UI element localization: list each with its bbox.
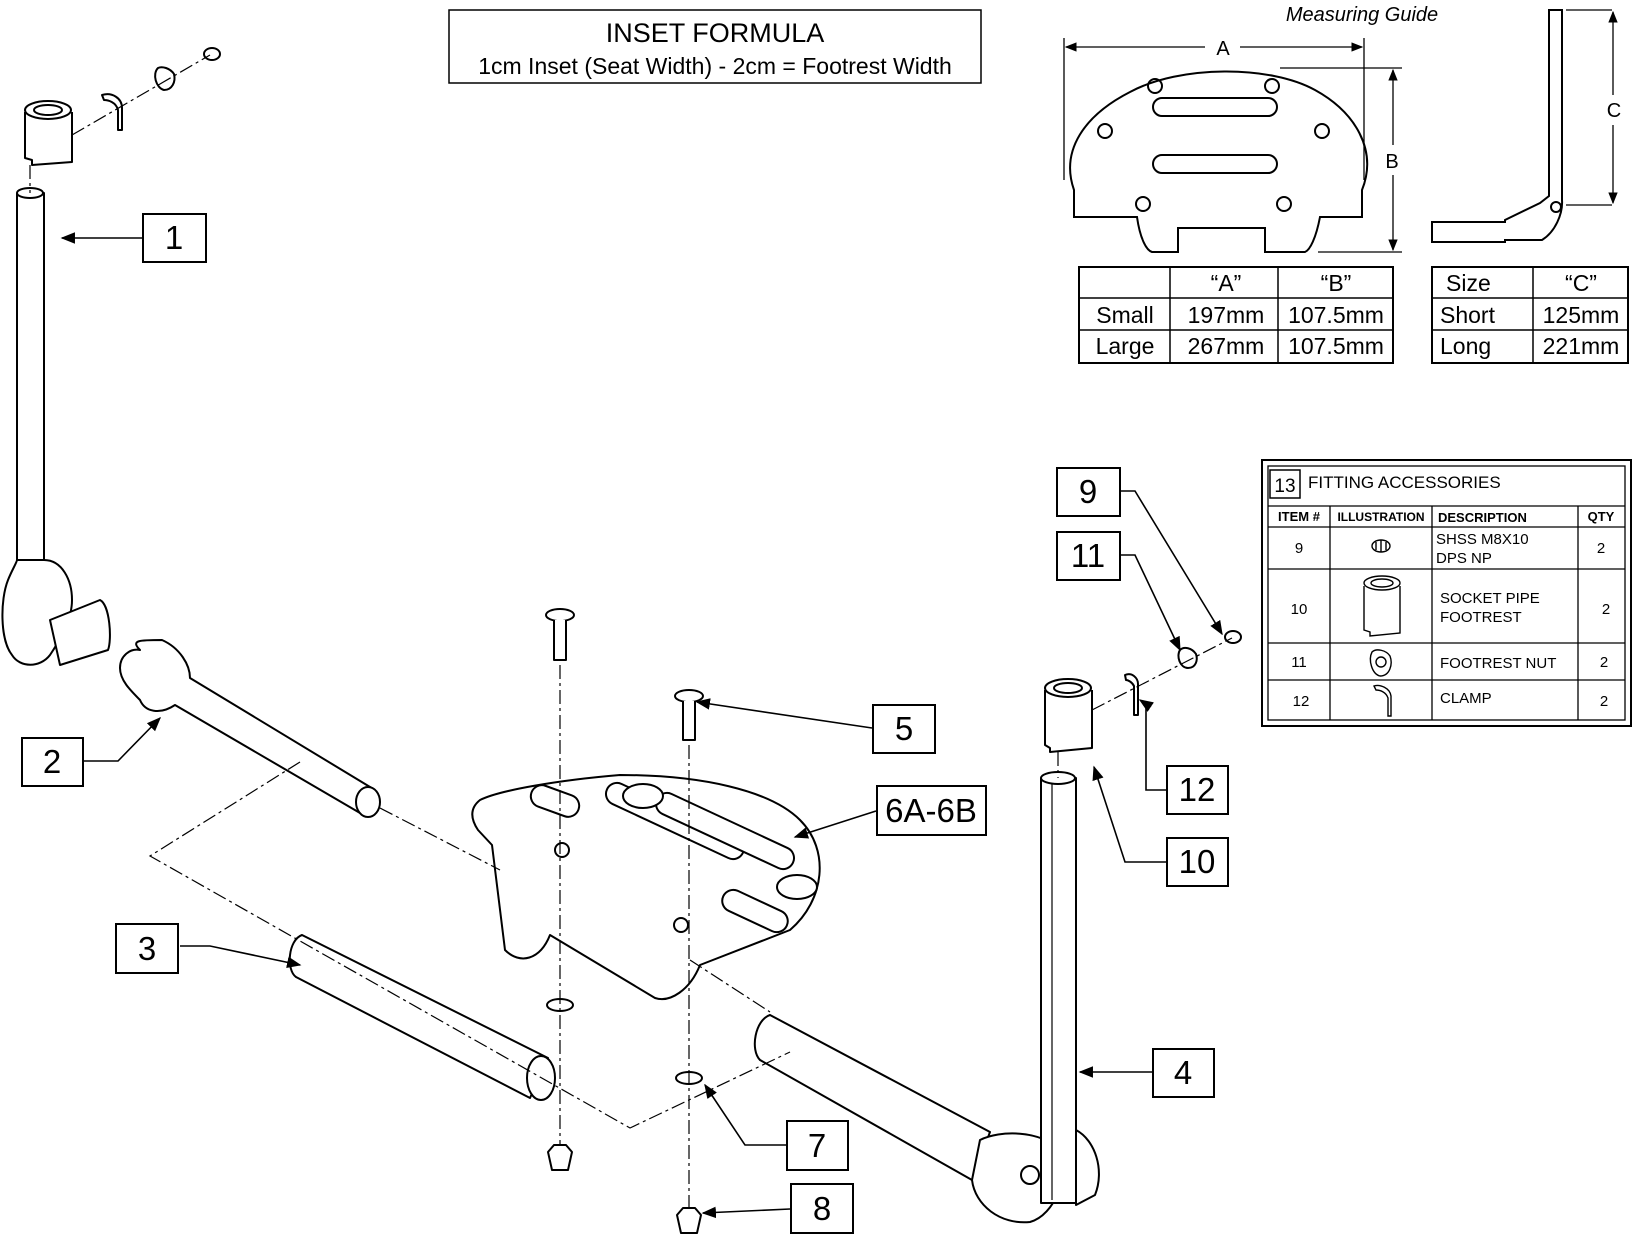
accessory-row-9-desc2: DPS NP: [1436, 550, 1492, 567]
size-header-size: Size: [1446, 270, 1491, 296]
callout-10: 10: [1166, 837, 1229, 887]
accessory-row-10-desc2: FOOTREST: [1440, 609, 1522, 626]
right-socket-pipe: [1044, 630, 1242, 753]
formula-text: 1cm Inset (Seat Width) - 2cm = Footrest …: [478, 53, 952, 79]
plate-size-table: [1078, 266, 1394, 364]
svg-text:2: 2: [43, 743, 61, 780]
callout-12: 12: [1166, 765, 1229, 815]
plate-header-a: “A”: [1211, 270, 1242, 296]
left-socket-pipe: [24, 47, 221, 166]
plate-header-b: “B”: [1321, 270, 1352, 296]
socket-pipe-icon: [1363, 575, 1401, 637]
callout-8: 8: [790, 1183, 854, 1234]
svg-text:4: 4: [1174, 1054, 1192, 1091]
callout-7: 7: [786, 1120, 849, 1171]
footplate: [471, 774, 821, 1001]
dimension-a: A: [1063, 38, 1365, 180]
svg-text:9: 9: [1079, 473, 1097, 510]
svg-text:11: 11: [1071, 537, 1105, 574]
set-screw-icon: [1371, 539, 1391, 553]
svg-text:8: 8: [813, 1190, 831, 1227]
screw-left: [545, 608, 575, 661]
clamp-icon: [1373, 684, 1392, 717]
dimension-b-label: B: [1385, 151, 1398, 173]
size-row-long-label: Long: [1440, 333, 1491, 359]
callout-6a-6b: 6A-6B: [876, 785, 987, 836]
accessory-row-12-item: 12: [1293, 693, 1310, 710]
right-hanger-tube: [1040, 771, 1100, 1206]
size-row-short-c: 125mm: [1543, 302, 1620, 328]
screw-right: [674, 689, 704, 741]
accessory-row-12-desc1: CLAMP: [1440, 690, 1492, 707]
dimension-c: C: [1566, 9, 1621, 206]
callouts: [60, 232, 1223, 1219]
size-header-c: “C”: [1565, 270, 1597, 296]
accessory-row-11-desc1: FOOTREST NUT: [1440, 655, 1556, 672]
dimension-c-label: C: [1607, 100, 1621, 122]
parts-line-art: [1, 47, 1242, 1234]
plate-row-small-label: Small: [1096, 302, 1154, 328]
accessories-header-description: DESCRIPTION: [1438, 510, 1527, 525]
svg-text:6A-6B: 6A-6B: [885, 792, 977, 829]
callout-boxes: 1 2 3 4 5 6A-6B 7 8: [21, 213, 1229, 1234]
plate-row-large-b: 107.5mm: [1288, 333, 1384, 359]
accessory-row-12-qty: 2: [1600, 693, 1608, 710]
front-tube: [288, 934, 556, 1101]
measuring-guide: Measuring Guide A B: [1063, 4, 1629, 364]
accessory-row-10-qty: 2: [1602, 601, 1610, 618]
nut-left: [547, 1144, 573, 1171]
size-row-short-label: Short: [1440, 302, 1496, 328]
accessory-row-10-desc1: SOCKET PIPE: [1440, 590, 1540, 607]
plate-row-large-a: 267mm: [1188, 333, 1265, 359]
size-row-long-c: 221mm: [1543, 333, 1620, 359]
svg-text:1: 1: [165, 219, 183, 256]
accessory-row-9-item: 9: [1295, 540, 1303, 557]
svg-text:10: 10: [1179, 843, 1216, 880]
plate-row-large-label: Large: [1096, 333, 1155, 359]
callout-4: 4: [1152, 1048, 1215, 1098]
left-hanger-tube: [1, 187, 111, 666]
hanger-size-table: [1431, 266, 1629, 364]
hanger-outline: [1431, 9, 1564, 243]
footrest-nut-icon: [1369, 649, 1392, 677]
svg-text:7: 7: [808, 1127, 826, 1164]
svg-text:5: 5: [895, 710, 913, 747]
accessories-header-illustration: ILLUSTRATION: [1337, 510, 1424, 524]
accessories-title: FITTING ACCESSORIES: [1308, 473, 1501, 492]
accessories-header-qty: QTY: [1588, 509, 1615, 524]
dimension-b: B: [1280, 67, 1402, 253]
accessory-row-11-qty: 2: [1600, 654, 1608, 671]
assembly-lines: [29, 54, 1233, 1208]
footplate-outline: [1069, 70, 1369, 253]
svg-text:12: 12: [1179, 771, 1216, 808]
accessories-item-number: 13: [1274, 476, 1295, 497]
inset-formula-box: INSET FORMULA 1cm Inset (Seat Width) - 2…: [448, 9, 982, 84]
dimension-a-label: A: [1216, 38, 1230, 60]
accessory-row-10-item: 10: [1291, 601, 1308, 618]
callout-5: 5: [872, 704, 936, 754]
plate-row-small-b: 107.5mm: [1288, 302, 1384, 328]
nut-right: [676, 1207, 702, 1234]
accessory-row-9-qty: 2: [1597, 540, 1605, 557]
svg-text:3: 3: [138, 930, 156, 967]
measuring-guide-title: Measuring Guide: [1286, 4, 1438, 26]
left-cross-tube: [119, 639, 381, 818]
accessory-row-11-item: 11: [1291, 654, 1307, 671]
accessories-header-item: ITEM #: [1278, 509, 1321, 524]
callout-11: 11: [1056, 531, 1121, 581]
fitting-accessories-table: 13 FITTING ACCESSORIES ITEM # ILLUSTRATI…: [1261, 459, 1632, 727]
callout-1: 1: [142, 213, 207, 263]
formula-title: INSET FORMULA: [606, 18, 825, 48]
accessory-row-9-desc1: SHSS M8X10: [1436, 531, 1529, 548]
callout-2: 2: [21, 737, 84, 787]
plate-row-small-a: 197mm: [1188, 302, 1265, 328]
callout-9: 9: [1056, 467, 1121, 517]
callout-3: 3: [115, 923, 179, 974]
